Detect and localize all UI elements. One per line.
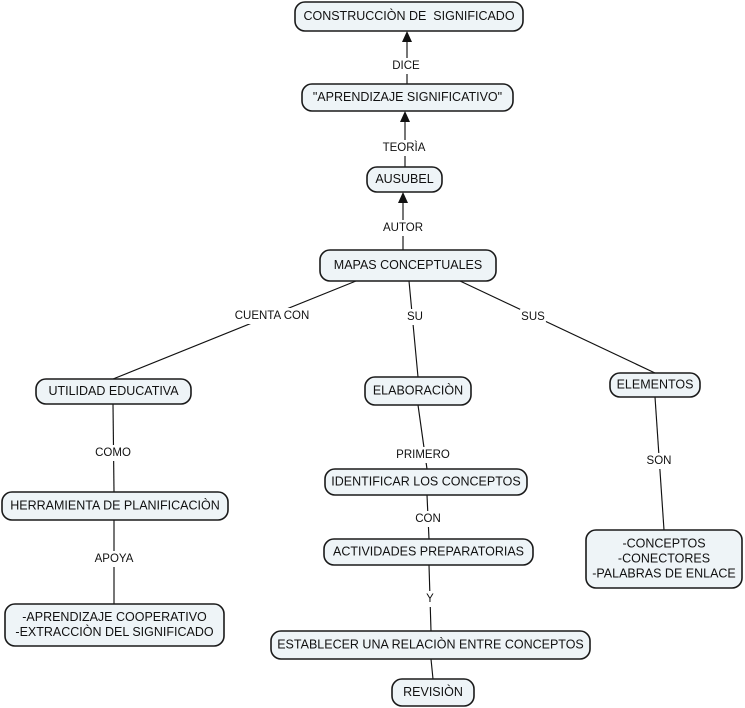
node-conceptos-conectores-enlace[interactable]: -CONCEPTOS-CONECTORES-PALABRAS DE ENLACE bbox=[585, 529, 743, 589]
node-label-line: IDENTIFICAR LOS CONCEPTOS bbox=[331, 474, 520, 488]
edge-label-backdrop bbox=[415, 511, 441, 527]
edge-arrowhead bbox=[402, 31, 412, 42]
edge-y: Y bbox=[423, 564, 437, 632]
node-box[interactable] bbox=[294, 1, 524, 32]
edge-label: COMO bbox=[95, 447, 131, 459]
node-label-line: AUSUBEL bbox=[375, 172, 433, 186]
edge-label-backdrop bbox=[423, 591, 437, 607]
node-construccion[interactable]: CONSTRUCCIÒN DE SIGNIFICADO bbox=[294, 1, 524, 32]
edge-label: DICE bbox=[392, 60, 420, 72]
node-mapas-conceptuales[interactable]: MAPAS CONCEPTUALES bbox=[319, 249, 497, 282]
node-aprendizaje-significativo[interactable]: "APRENDIZAJE SIGNIFICATIVO" bbox=[301, 83, 514, 112]
node-box[interactable] bbox=[270, 630, 591, 660]
edge-arrowhead bbox=[400, 111, 410, 122]
edge-label: CUENTA CON bbox=[235, 310, 310, 322]
node-establecer-relacion[interactable]: ESTABLECER UNA RELACIÒN ENTRE CONCEPTOS bbox=[270, 630, 591, 660]
edge-teoria: TEORÌA bbox=[381, 111, 427, 167]
edge-con: CON bbox=[415, 494, 441, 540]
edge-line bbox=[408, 280, 419, 378]
edge-arrowhead bbox=[398, 192, 408, 203]
node-box[interactable] bbox=[391, 678, 475, 707]
edge-label-backdrop bbox=[96, 445, 130, 461]
edge-label-backdrop bbox=[236, 308, 308, 324]
edge-sus: SUS bbox=[459, 280, 656, 374]
node-label-line: ACTIVIDADES PREPARATORIAS bbox=[333, 544, 524, 558]
node-box[interactable] bbox=[301, 83, 514, 112]
edge-label: SON bbox=[647, 455, 672, 467]
edge-label: Y bbox=[426, 593, 434, 605]
edge-label: SUS bbox=[521, 311, 545, 323]
node-label-line: -CONECTORES bbox=[618, 551, 710, 565]
node-box[interactable] bbox=[1, 491, 229, 521]
node-elaboracion[interactable]: ELABORACIÒN bbox=[364, 376, 472, 406]
node-label-line: ELABORACIÒN bbox=[373, 382, 463, 397]
edge-label-backdrop bbox=[405, 309, 425, 325]
edge-line bbox=[459, 280, 656, 374]
node-label-line: -APRENDIZAJE COOPERATIVO bbox=[22, 610, 207, 624]
edge-line bbox=[430, 658, 434, 680]
node-box[interactable] bbox=[35, 378, 192, 405]
edge-label-backdrop bbox=[383, 220, 423, 236]
edge-son: SON bbox=[646, 396, 672, 531]
node-label-line: ESTABLECER UNA RELACIÒN ENTRE CONCEPTOS bbox=[277, 636, 584, 651]
node-box[interactable] bbox=[319, 249, 497, 282]
edge-dice: DICE bbox=[389, 31, 423, 84]
node-label-line: -CONCEPTOS bbox=[622, 536, 705, 550]
node-label-line: ELEMENTOS bbox=[617, 377, 694, 391]
edge-primero: PRIMERO bbox=[396, 404, 450, 470]
edge-label: AUTOR bbox=[383, 222, 423, 234]
node-label-line: -PALABRAS DE ENLACE bbox=[592, 566, 736, 580]
edge-label-backdrop bbox=[389, 58, 423, 74]
node-box[interactable] bbox=[364, 376, 472, 406]
edge-label-backdrop bbox=[94, 551, 134, 567]
node-box[interactable] bbox=[609, 372, 701, 398]
node-box[interactable] bbox=[323, 538, 534, 566]
edge-label: PRIMERO bbox=[396, 449, 450, 461]
node-actividades-preparatorias[interactable]: ACTIVIDADES PREPARATORIAS bbox=[323, 538, 534, 566]
edge-como: COMO bbox=[95, 403, 131, 493]
edges-layer: DICE TEORÌA AUTOR CUENTA CON SU SUS COMO APOYA P… bbox=[94, 31, 672, 680]
edge-su: SU bbox=[405, 280, 425, 378]
node-label-line: HERRAMIENTA DE PLANIFICACIÒN bbox=[10, 497, 220, 512]
node-label-line: -EXTRACCIÒN DEL SIGNIFICADO bbox=[15, 624, 213, 639]
edge-cuenta-con: CUENTA CON bbox=[112, 280, 357, 380]
node-box[interactable] bbox=[324, 468, 528, 496]
edge-revision bbox=[430, 658, 434, 680]
edge-label: CON bbox=[415, 513, 441, 525]
node-label-line: UTILIDAD EDUCATIVA bbox=[48, 384, 179, 398]
node-utilidad-educativa[interactable]: UTILIDAD EDUCATIVA bbox=[35, 378, 192, 405]
edge-apoya: APOYA bbox=[94, 520, 134, 604]
node-elementos[interactable]: ELEMENTOS bbox=[609, 372, 701, 398]
edge-label-backdrop bbox=[396, 447, 450, 463]
edge-label-backdrop bbox=[520, 309, 546, 325]
node-revision[interactable]: REVISIÒN bbox=[391, 678, 475, 707]
node-label-line: CONSTRUCCIÒN DE SIGNIFICADO bbox=[303, 8, 514, 23]
node-aprendizaje-cooperativo[interactable]: -APRENDIZAJE COOPERATIVO-EXTRACCIÒN DEL … bbox=[4, 603, 225, 647]
node-identificar-conceptos[interactable]: IDENTIFICAR LOS CONCEPTOS bbox=[324, 468, 528, 496]
edge-label: TEORÌA bbox=[383, 141, 426, 154]
edge-label: SU bbox=[407, 311, 423, 323]
node-herramienta-planificacion[interactable]: HERRAMIENTA DE PLANIFICACIÒN bbox=[1, 491, 229, 521]
node-box[interactable] bbox=[4, 603, 225, 647]
edge-label: APOYA bbox=[95, 553, 134, 565]
edge-label-backdrop bbox=[646, 453, 672, 469]
node-ausubel[interactable]: AUSUBEL bbox=[366, 166, 443, 193]
edge-autor: AUTOR bbox=[383, 192, 423, 250]
node-label-line: "APRENDIZAJE SIGNIFICATIVO" bbox=[313, 90, 502, 104]
node-box[interactable] bbox=[585, 529, 743, 589]
node-label-line: REVISIÒN bbox=[403, 684, 463, 699]
edge-line bbox=[112, 280, 357, 380]
edge-label-backdrop bbox=[381, 140, 427, 156]
node-box[interactable] bbox=[366, 166, 443, 193]
node-label-line: MAPAS CONCEPTUALES bbox=[334, 258, 482, 272]
